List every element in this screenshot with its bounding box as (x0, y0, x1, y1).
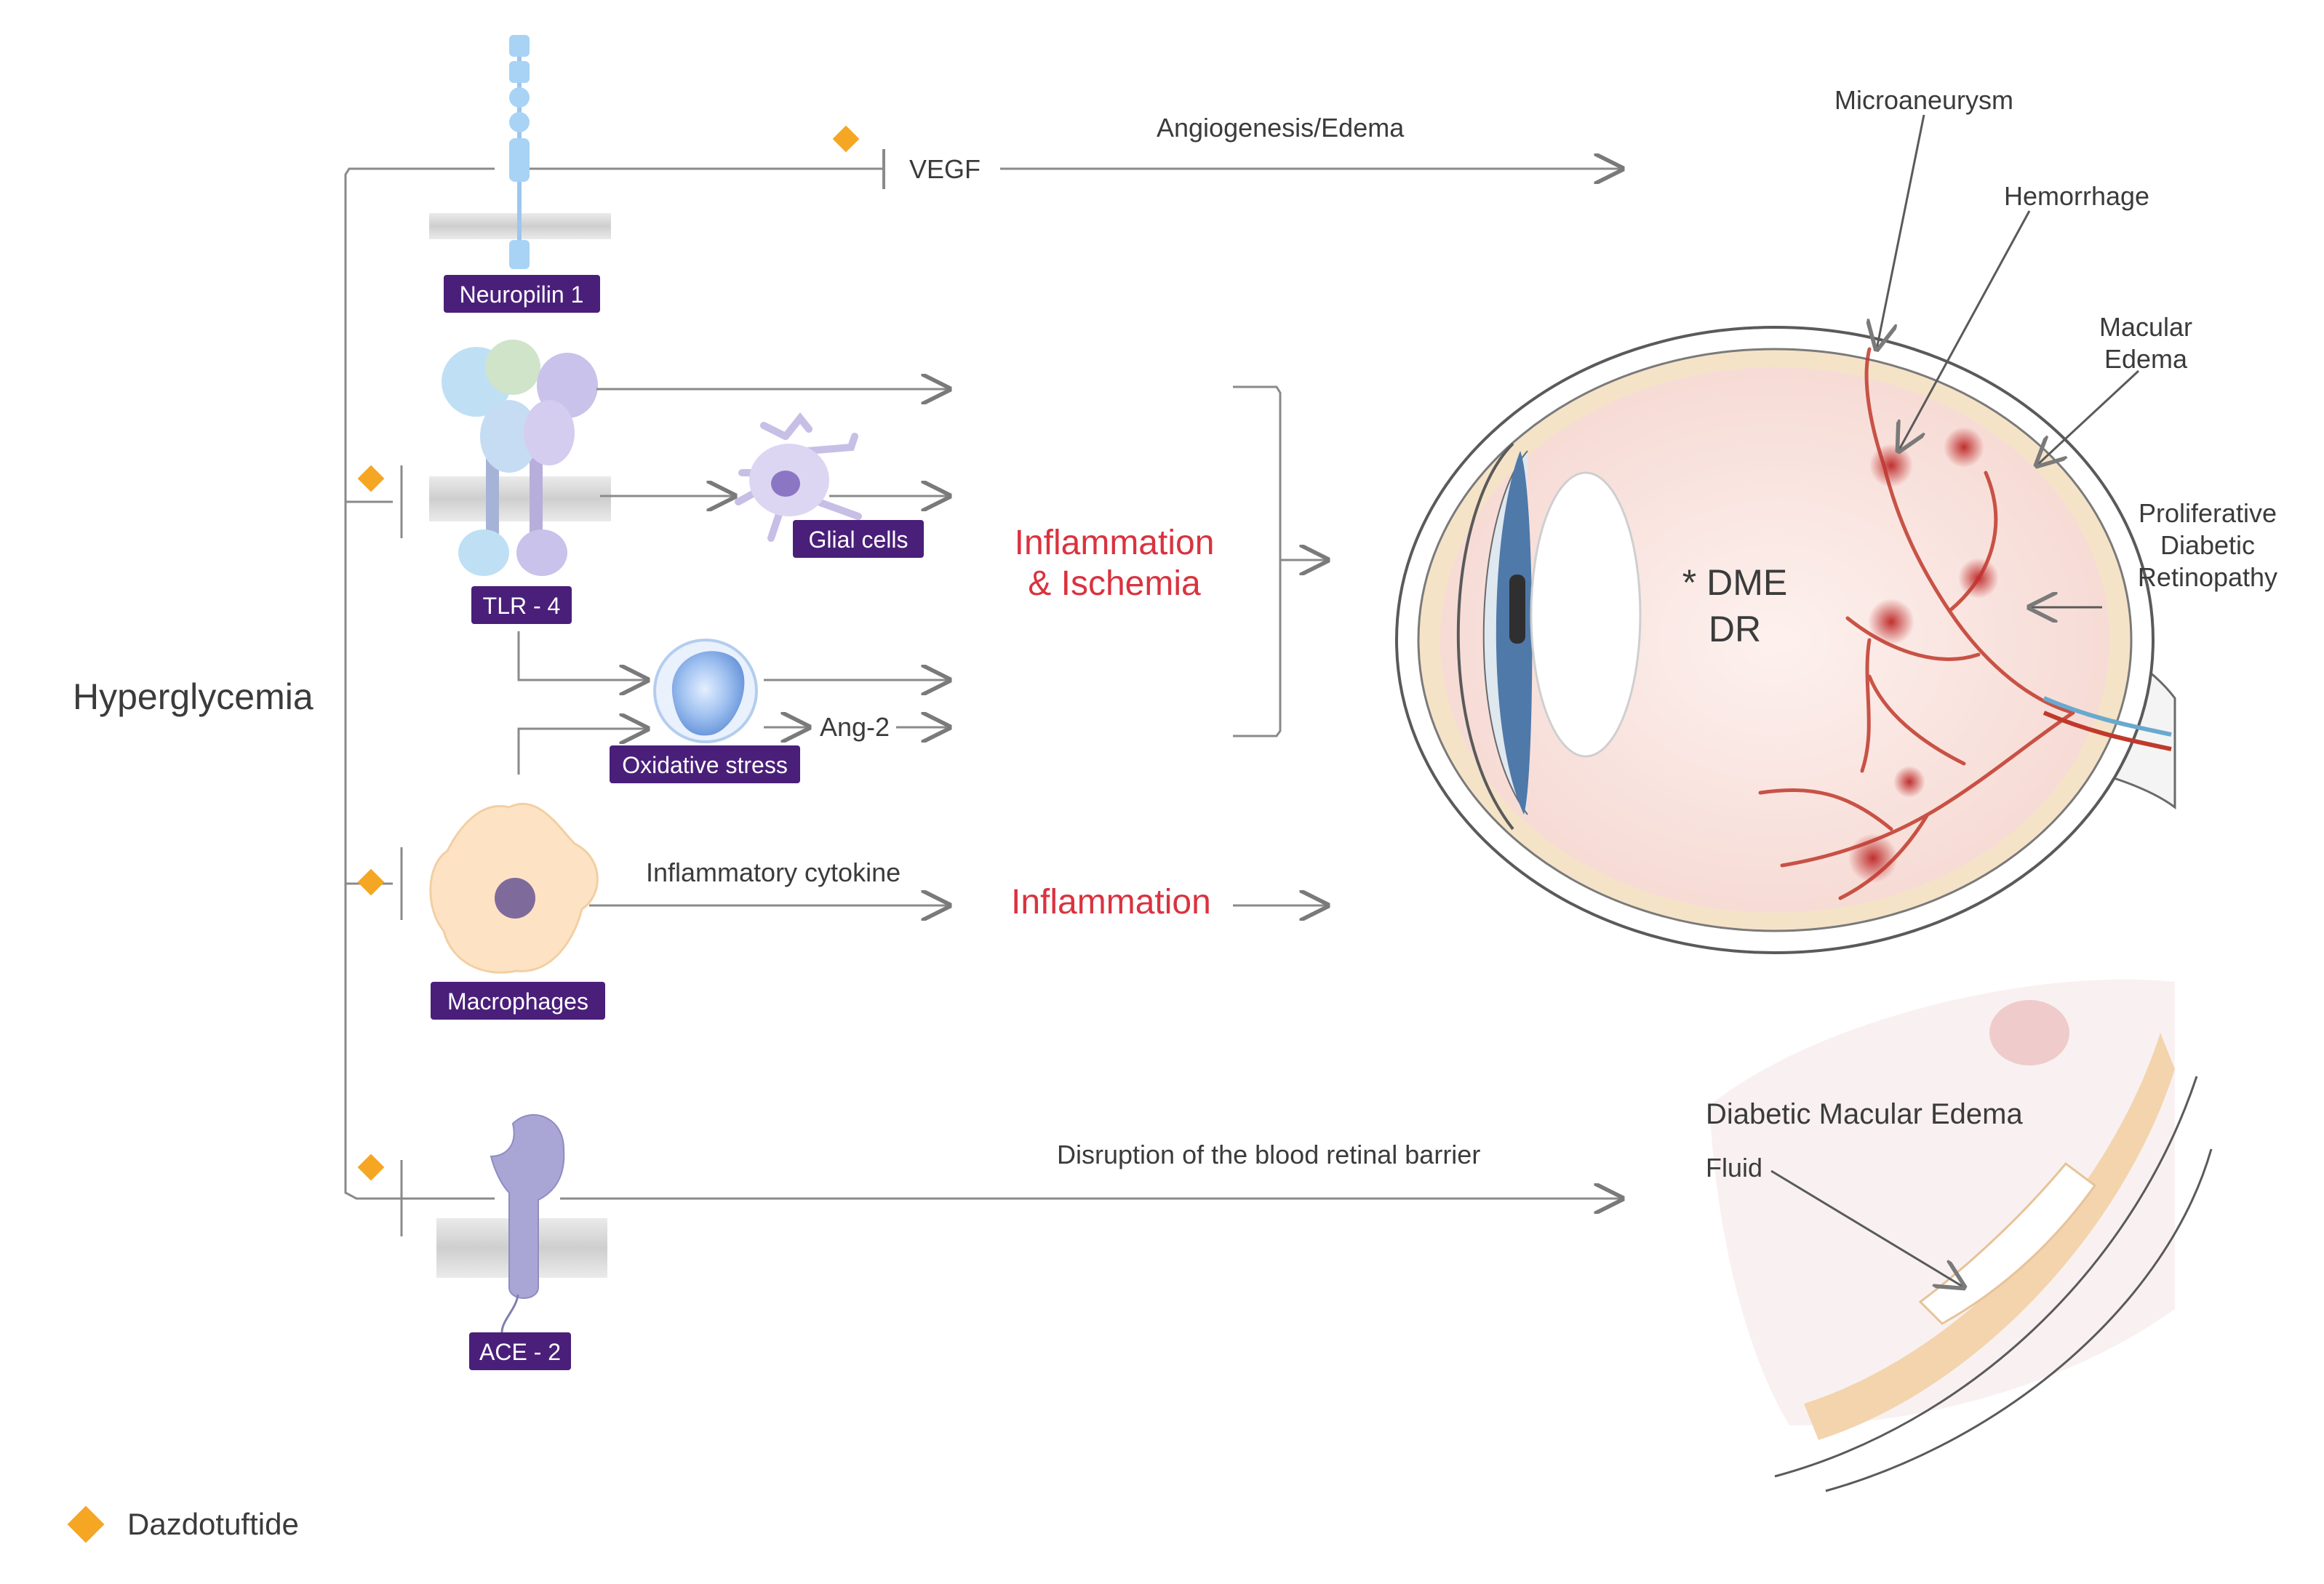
dme-inset-illustration (1709, 979, 2213, 1492)
legend-label: Dazdotuftide (127, 1507, 299, 1541)
inflammatory-cytokine-label: Inflammatory cytokine (646, 857, 901, 887)
hemorrhage-label: Hemorrhage (2004, 181, 2149, 211)
inflammation-ischemia-line1: Inflammation (1015, 524, 1215, 562)
vegf-label: VEGF (909, 154, 981, 184)
oxidative-cell-icon (653, 639, 758, 743)
disruption-label: Disruption of the blood retinal barrier (1057, 1140, 1480, 1169)
angiogenesis-label: Angiogenesis/Edema (1157, 113, 1405, 143)
hemorrhage-spot (1868, 599, 1914, 645)
hyperglycemia-label: Hyperglycemia (73, 676, 314, 717)
hemorrhage-spot (1893, 766, 1925, 798)
macrophages-label-bg (431, 982, 605, 1020)
eye-center-line1: * DME (1682, 562, 1787, 603)
fluid-label: Fluid (1706, 1153, 1762, 1183)
eye-leader-lines (1877, 114, 2140, 607)
oxidative-label-bg (610, 745, 800, 783)
macular-edema-line1: Macular (2099, 312, 2192, 342)
glial-label: Glial cells (809, 527, 909, 553)
neuropilin-label: Neuropilin 1 (460, 281, 584, 308)
eye-center-line2: DR (1709, 609, 1761, 649)
hemorrhage-spot (1869, 444, 1913, 487)
ischemia-bracket (1233, 385, 1282, 737)
macular-edema-line2: Edema (2104, 344, 2188, 374)
diamond-icon (357, 868, 385, 896)
ace2-label-bg (469, 1332, 571, 1370)
inflammation-label: Inflammation (1011, 883, 1211, 921)
ace2-label: ACE - 2 (479, 1339, 561, 1365)
neuropilin-label-bg (444, 275, 600, 313)
neuropilin-receptor-icon (429, 35, 611, 269)
diamond-icon (357, 1153, 385, 1181)
macrophage-icon (429, 802, 599, 974)
hemorrhage-spot (1848, 833, 1898, 883)
hemorrhage-spot (1958, 558, 1999, 599)
tlr4-label: TLR - 4 (483, 593, 561, 619)
legend-diamond-icon (67, 1505, 105, 1543)
dme-inset-title: Diabetic Macular Edema (1706, 1098, 2023, 1130)
macrophages-label: Macrophages (447, 988, 588, 1015)
tlr4-oxidative-arrow (517, 631, 647, 680)
microaneurysm-label: Microaneurysm (1834, 85, 2013, 115)
hemorrhage-spot (1944, 427, 1984, 468)
macrophage-oxidative-arrow (517, 729, 647, 775)
pdr-line2: Diabetic (2160, 530, 2255, 560)
ace2-receptor-icon (436, 1113, 607, 1333)
inflammation-ischemia-line2: & Ischemia (1028, 564, 1201, 603)
legend: Dazdotuftide (67, 1505, 299, 1543)
diamond-icon-group (357, 125, 860, 1181)
glial-label-bg (793, 520, 924, 558)
pdr-line3: Retinopathy (2138, 562, 2277, 592)
tlr4-label-bg (471, 586, 572, 624)
glial-cell-icon (735, 412, 862, 542)
tlr4-receptor-icon (429, 340, 611, 576)
pdr-line1: Proliferative (2139, 498, 2277, 528)
oxidative-label: Oxidative stress (622, 752, 788, 778)
hyperglycemia-bracket (344, 167, 495, 1236)
diamond-icon (832, 125, 860, 153)
diamond-icon (357, 465, 385, 492)
eye-illustration (1395, 326, 2176, 954)
fluid-leader-line (1770, 1169, 1964, 1287)
ang2-label: Ang-2 (820, 712, 890, 742)
